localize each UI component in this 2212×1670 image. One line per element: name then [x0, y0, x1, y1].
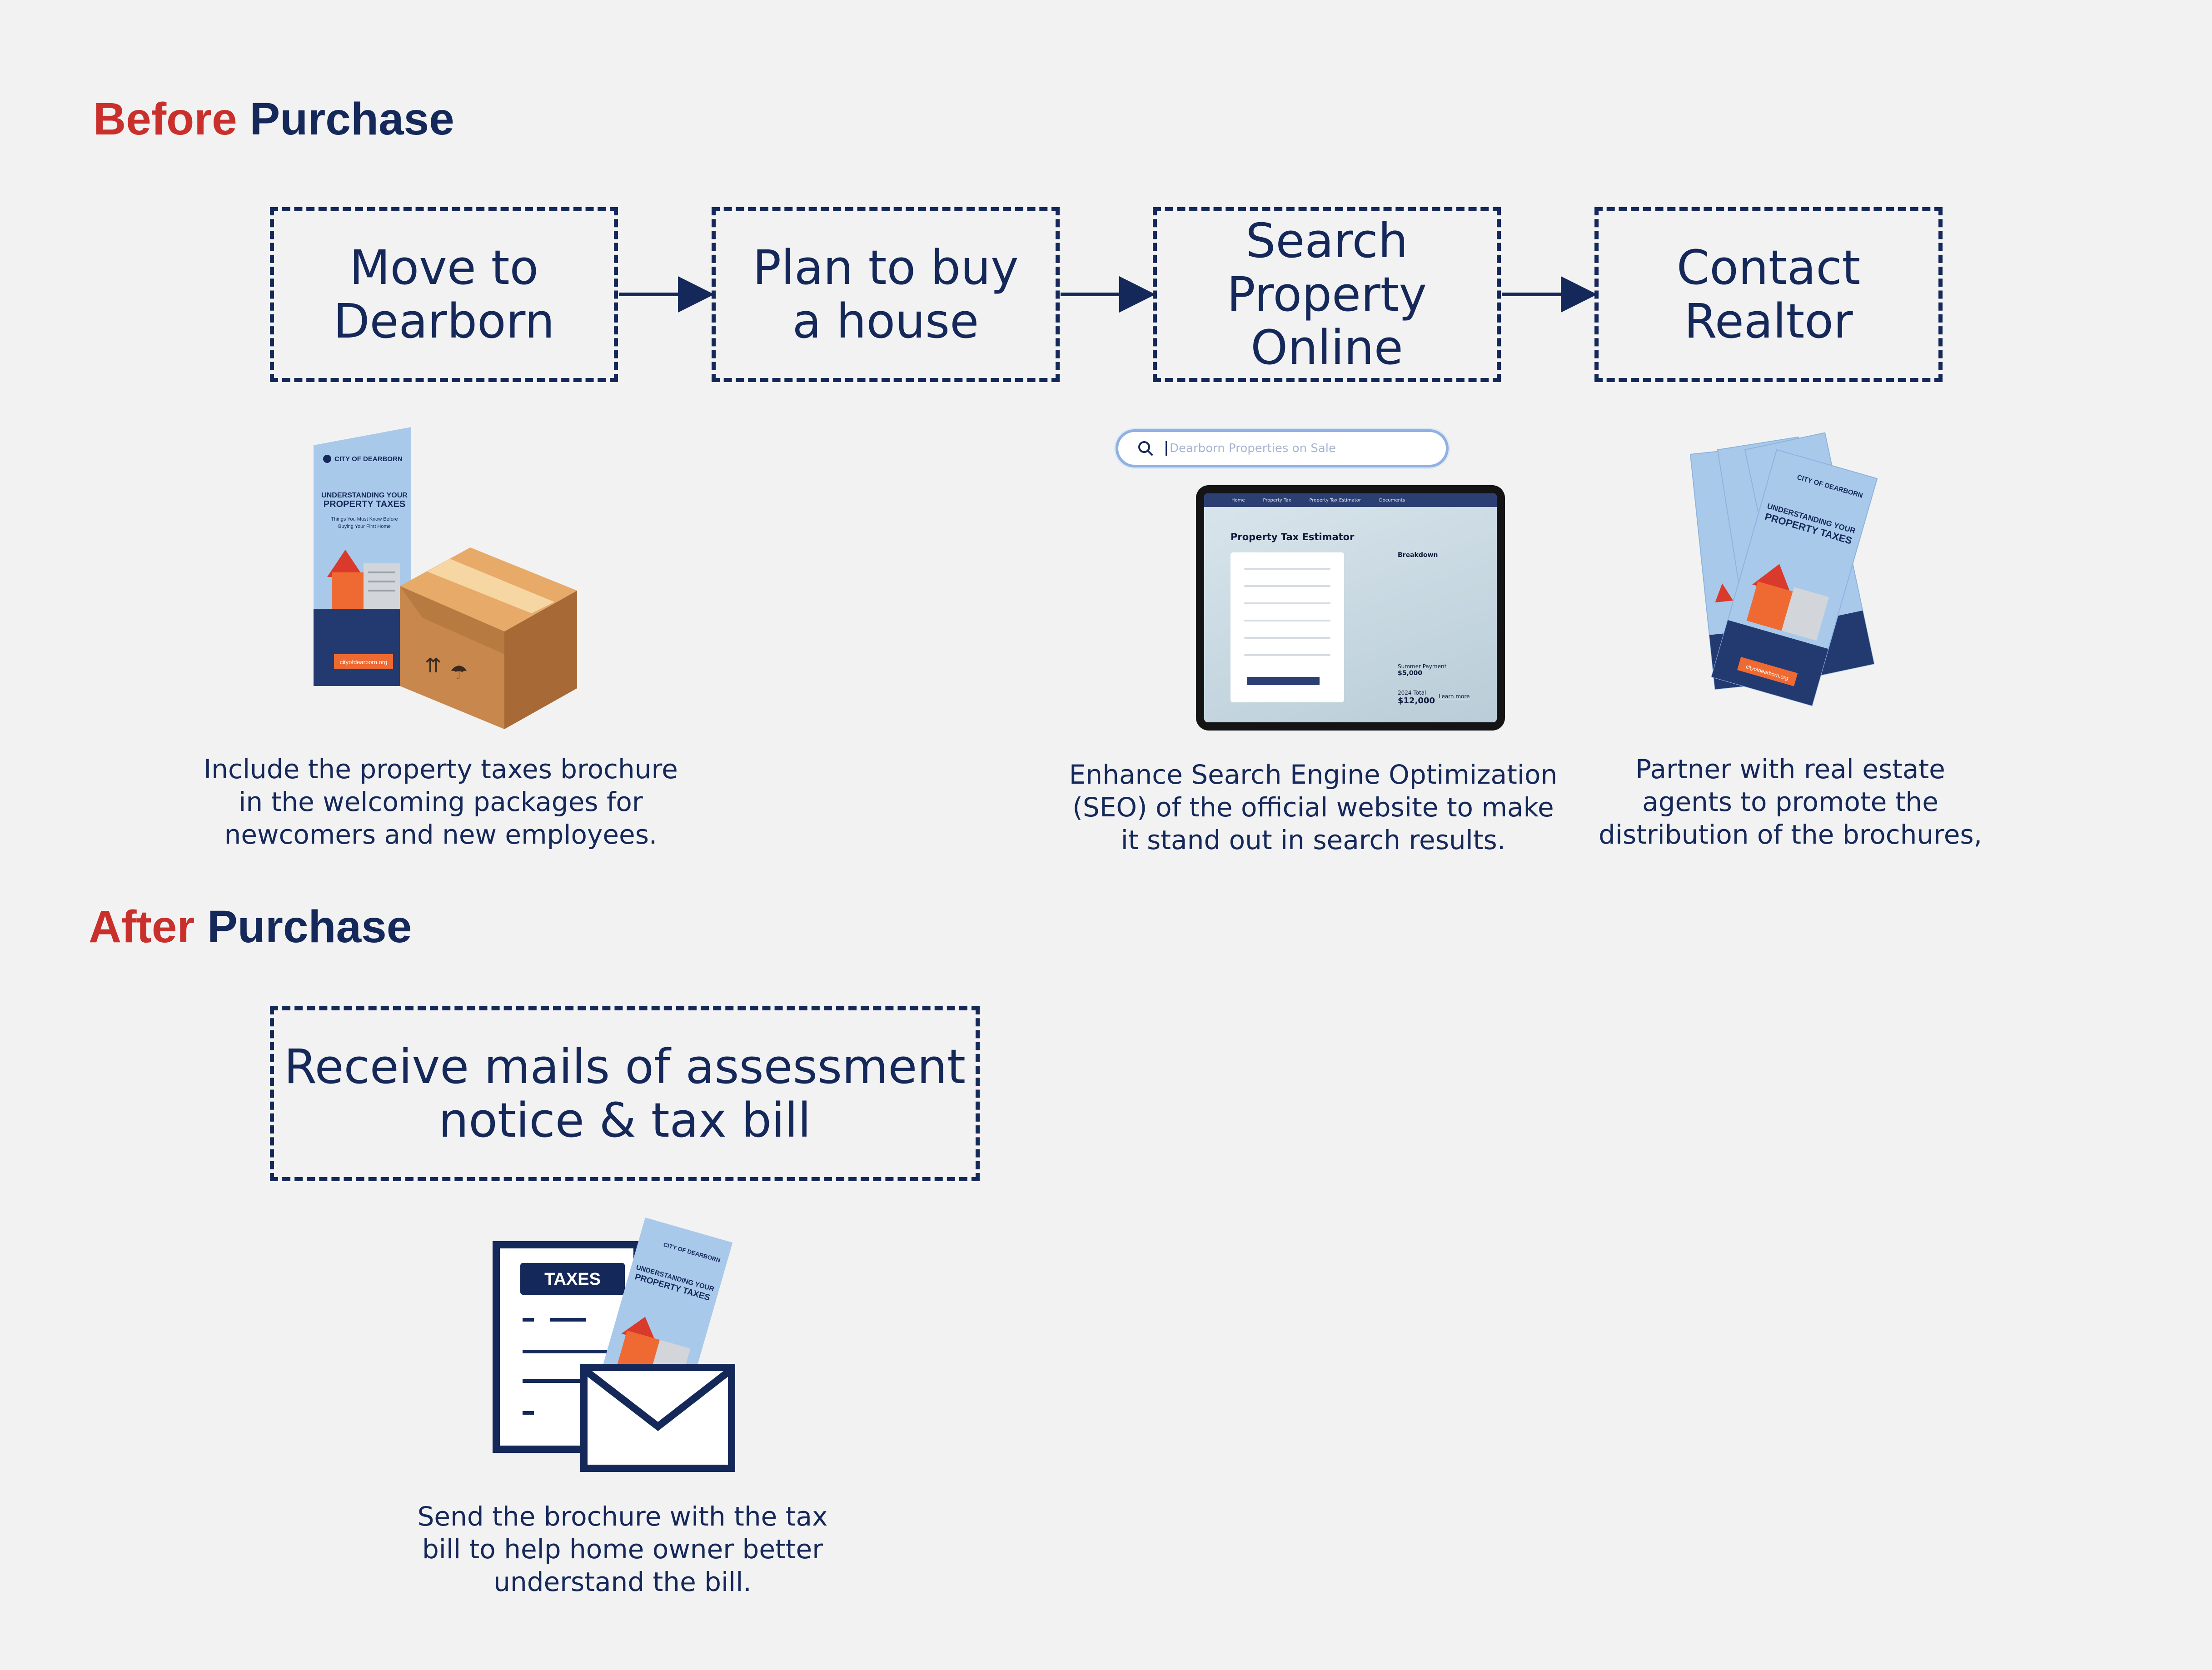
- tablet-nav-item[interactable]: Documents: [1379, 497, 1405, 503]
- step-label: Move to Dearborn: [333, 239, 555, 349]
- caption-receive: Send the brochure with the tax bill to h…: [417, 1501, 828, 1597]
- brochure-icon-front: CITY OF DEARBORN UNDERSTANDING YOUR PROP…: [1711, 449, 1878, 706]
- brochure-package-illustration: CITY OF DEARBORN UNDERSTANDING YOUR PROP…: [314, 427, 577, 729]
- after-purchase-heading: After Purchase: [89, 904, 412, 949]
- package-box-icon: ⇈ ☂: [400, 547, 577, 729]
- caption-move: Include the property taxes brochure in t…: [204, 754, 678, 850]
- tablet-page-title: Property Tax Estimator: [1231, 532, 1355, 542]
- svg-text:PROPERTY TAXES: PROPERTY TAXES: [324, 499, 405, 509]
- tablet-breakdown: Breakdown Summer Payment $5,000 2024 Tot…: [1398, 552, 1470, 706]
- tablet-screen: Home Property Tax Property Tax Estimator…: [1204, 493, 1497, 722]
- step-label: Search Property Online: [1226, 213, 1427, 376]
- step-receive-mails: Receive mails of assessment notice & tax…: [270, 1006, 980, 1181]
- tablet-mockup: Home Property Tax Property Tax Estimator…: [1196, 485, 1505, 731]
- step-label: Contact Realtor: [1676, 239, 1861, 349]
- taxes-label: TAXES: [544, 1270, 601, 1289]
- svg-text:Buying Your First Home: Buying Your First Home: [338, 524, 391, 529]
- tablet-nav-item[interactable]: Home: [1231, 497, 1245, 503]
- step-label: Receive mails of assessment notice & tax…: [284, 1039, 966, 1148]
- brochure-stack-illustration: CITY OF DEARBORN UNDERSTANDING YOUR PROP…: [1689, 432, 1878, 706]
- summer-label: Summer Payment: [1398, 663, 1447, 670]
- learn-more-link[interactable]: Learn more: [1439, 693, 1470, 700]
- tablet-form: [1231, 552, 1344, 702]
- tablet-nav: Home Property Tax Property Tax Estimator…: [1204, 493, 1497, 507]
- step-move-to-dearborn: Move to Dearborn: [270, 207, 618, 382]
- heading-main: Purchase: [207, 901, 412, 952]
- total-value: $12,000: [1398, 696, 1435, 706]
- caption-contact: Partner with real estate agents to promo…: [1598, 754, 1983, 850]
- svg-text:⇈: ⇈: [425, 654, 442, 677]
- heading-main: Purchase: [249, 94, 454, 144]
- heading-accent: Before: [93, 94, 237, 144]
- caption-search: Enhance Search Engine Optimization (SEO)…: [1069, 759, 1558, 855]
- svg-text:Things You Must Know Before: Things You Must Know Before: [331, 517, 398, 522]
- heading-accent: After: [89, 901, 195, 952]
- step-plan-to-buy: Plan to buy a house: [712, 207, 1060, 382]
- total-label: 2024 Total: [1398, 690, 1426, 696]
- search-input[interactable]: [1166, 441, 1425, 456]
- svg-text:UNDERSTANDING YOUR: UNDERSTANDING YOUR: [321, 492, 408, 499]
- summer-value: $5,000: [1398, 670, 1423, 677]
- tablet-nav-item[interactable]: Property Tax Estimator: [1309, 497, 1361, 503]
- calculate-button[interactable]: [1247, 677, 1320, 685]
- brochure-url: cityofdearborn.org: [340, 659, 388, 666]
- step-search-property: Search Property Online: [1153, 207, 1501, 382]
- brochure-icon: CITY OF DEARBORN UNDERSTANDING YOUR PROP…: [314, 427, 411, 686]
- envelope-icon: [580, 1364, 735, 1472]
- breakdown-title: Breakdown: [1398, 552, 1438, 559]
- search-icon: [1138, 441, 1153, 456]
- tax-mail-illustration: TAXES CITY OF DEARBORN UNDERSTANDING YOU…: [493, 1218, 735, 1472]
- brochure-org: CITY OF DEARBORN: [334, 455, 403, 463]
- svg-text:☂: ☂: [450, 661, 468, 684]
- tablet-nav-item[interactable]: Property Tax: [1263, 497, 1291, 503]
- search-bar[interactable]: [1116, 429, 1449, 467]
- step-contact-realtor: Contact Realtor: [1594, 207, 1943, 382]
- before-purchase-heading: Before Purchase: [93, 96, 454, 142]
- step-label: Plan to buy a house: [752, 239, 1019, 349]
